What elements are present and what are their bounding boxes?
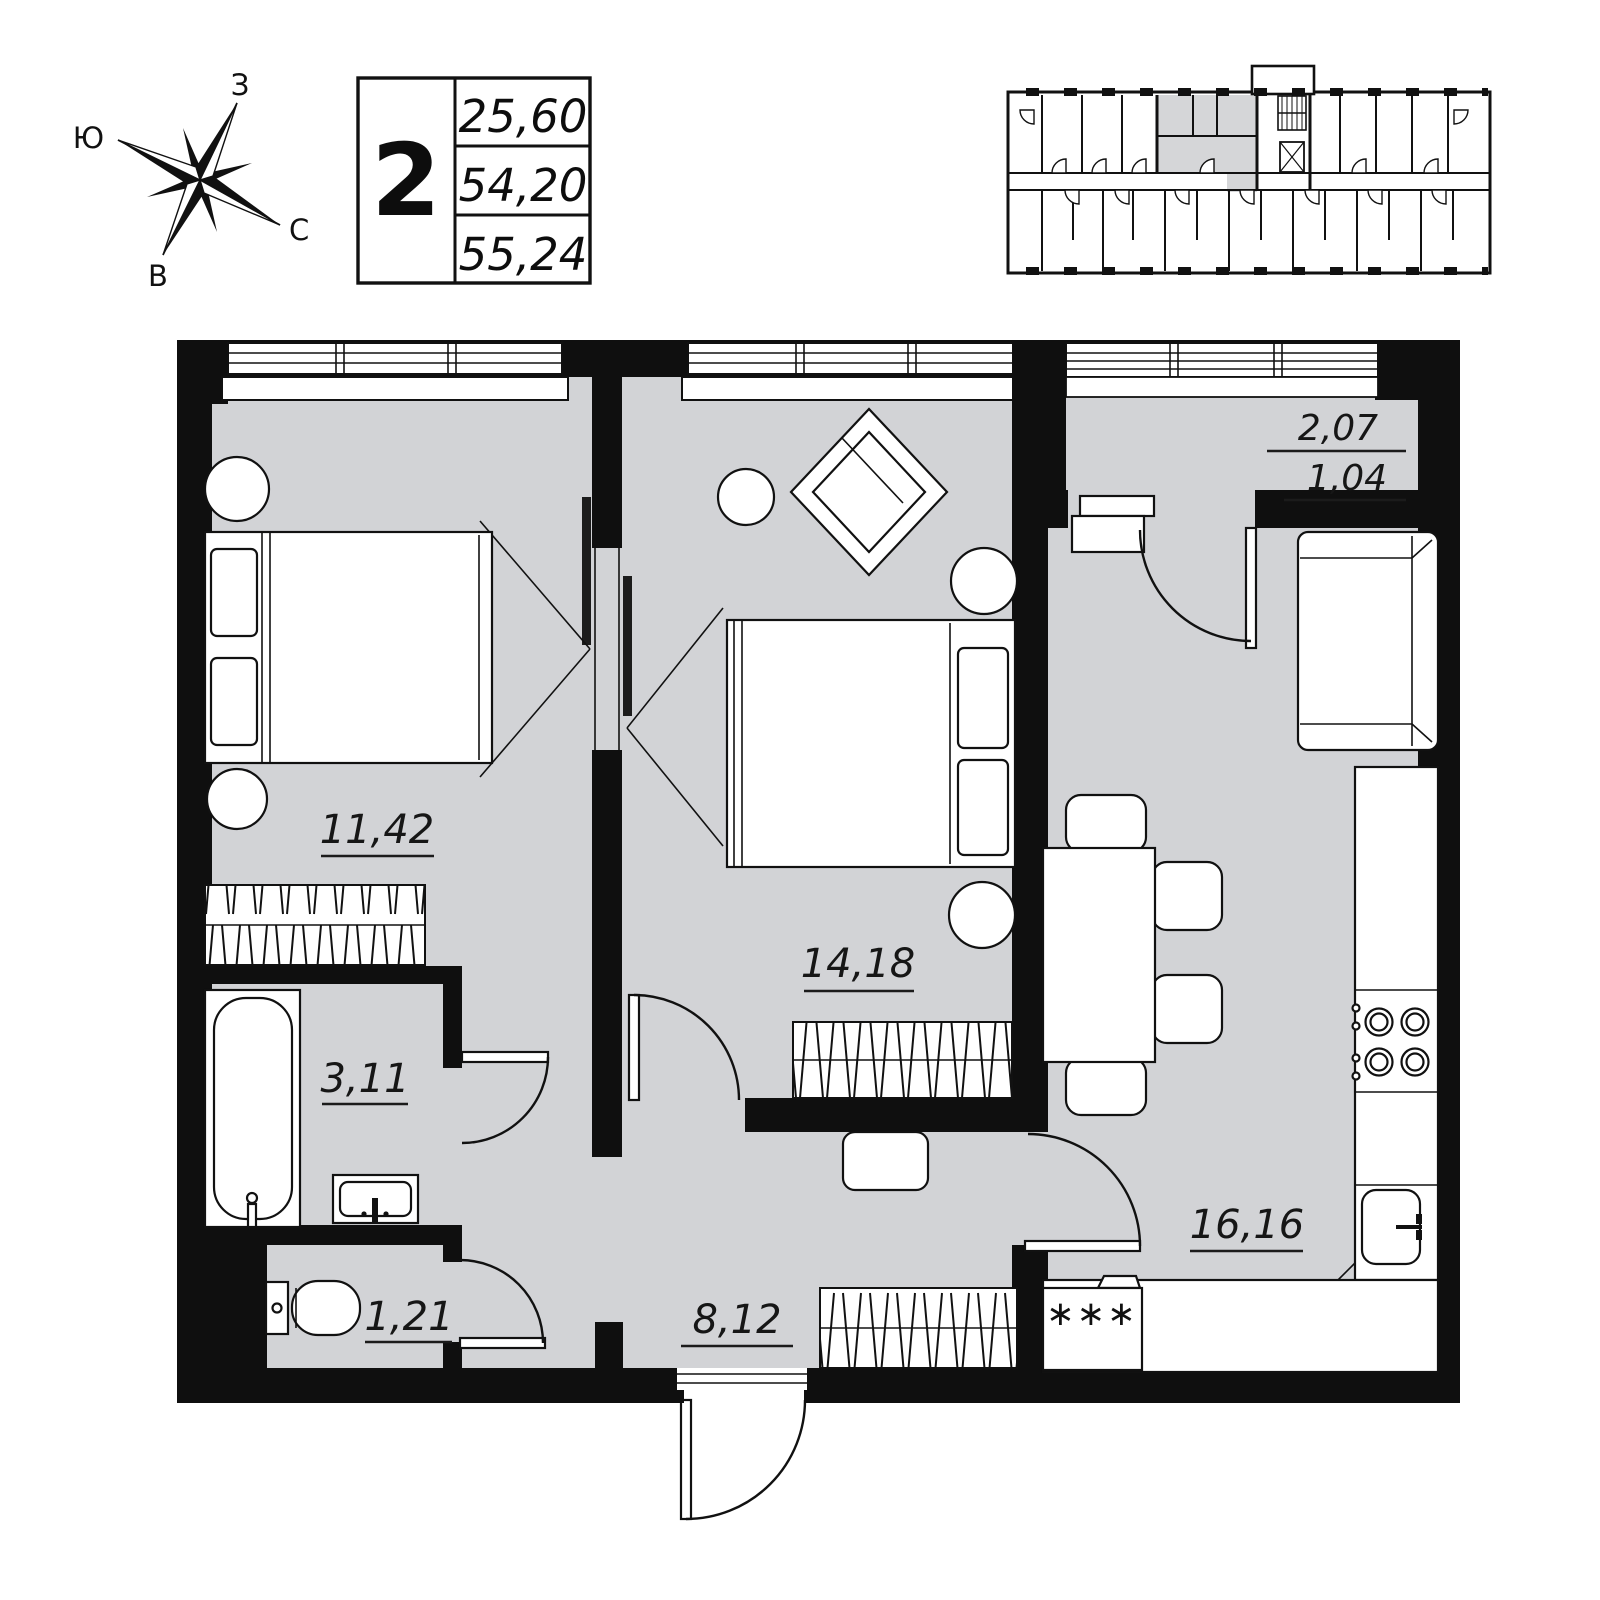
window-loggia-glazing: [1065, 342, 1379, 398]
chair-icon: [1150, 860, 1224, 932]
window-bedroom-1: [221, 342, 569, 401]
bedroom-2-opening: [623, 576, 724, 847]
nightstand-icon: [949, 546, 1019, 616]
svg-text:3,11: 3,11: [320, 1056, 409, 1102]
window-bedroom-2: [681, 342, 1029, 401]
nightstand-icon: [947, 880, 1017, 950]
svg-text:2,07: 2,07: [1298, 408, 1378, 449]
total-area-value: 55,24: [459, 228, 588, 281]
sofa-icon: [1296, 530, 1440, 752]
chair-icon: [1150, 973, 1224, 1045]
building-minimap: [1006, 64, 1492, 275]
nightstand-icon: [203, 455, 271, 523]
area-label-bedroom-1: 11,42: [320, 807, 435, 858]
pillow-icon: [956, 758, 1010, 857]
nightstand-icon: [205, 767, 269, 831]
living-area-value: 25,60: [459, 90, 588, 143]
wardrobe-bedroom-1: [204, 884, 426, 966]
compass-label-south: Ю: [73, 121, 104, 155]
compass-label-north: С: [289, 213, 309, 247]
chair-icon: [1064, 793, 1148, 854]
wardrobe-hallway: [819, 1287, 1018, 1369]
chair-icon: [1064, 1056, 1148, 1117]
compass-label-east: В: [148, 259, 168, 293]
compass-rose: З Ю С В: [73, 68, 310, 293]
toilet-icon: [264, 1279, 362, 1337]
pillow-icon: [209, 547, 259, 638]
area-label-loggia: 2,07 1,04: [1267, 408, 1406, 502]
svg-text:11,42: 11,42: [320, 807, 435, 853]
bathtub-icon: [203, 988, 302, 1229]
wc-door: [458, 1258, 547, 1350]
area-label-bedroom-2: 14,18: [801, 941, 916, 993]
fridge-mark: ∗∗∗: [1046, 1294, 1137, 1334]
stove-icon: [1351, 1003, 1430, 1081]
loggia-access: [1070, 494, 1258, 650]
bed-double-1: [203, 530, 494, 765]
area-label-hallway: 8,12: [681, 1297, 793, 1348]
svg-text:1,21: 1,21: [364, 1294, 453, 1340]
bedroom-1-opening: [479, 497, 624, 778]
pillow-icon: [209, 656, 259, 747]
kitchen-door: [1023, 1132, 1142, 1253]
shoe-bench-icon: [841, 1130, 930, 1192]
bed-double-2: [725, 618, 1017, 869]
bedroom-2-door: [627, 993, 741, 1102]
armchair-icon: [789, 407, 949, 577]
svg-text:16,16: 16,16: [1190, 1202, 1305, 1248]
unit-info-card: 2 25,60 54,20 55,24: [356, 76, 592, 285]
pillow-icon: [956, 646, 1010, 750]
area-label-kitchen-living: 16,16: [1190, 1202, 1305, 1253]
kitchen-sink-icon: [1360, 1188, 1422, 1266]
elevator: [1279, 141, 1305, 173]
svg-text:1,04: 1,04: [1307, 458, 1387, 499]
entrance-door: [672, 1373, 816, 1521]
area-label-bathroom: 3,11: [320, 1056, 410, 1106]
fridge-icon: ∗∗∗: [1041, 1274, 1144, 1372]
side-table-icon: [716, 467, 776, 527]
bathroom-door: [460, 1050, 550, 1145]
rooms-count: 2: [371, 122, 441, 239]
sliding-door-leaf: [582, 497, 591, 645]
sliding-door-leaf: [623, 576, 632, 716]
dining-table-icon: [1041, 793, 1224, 1117]
area-label-wc: 1,21: [364, 1294, 454, 1344]
balcony-door-leaf: [1244, 526, 1258, 650]
compass-label-west: З: [231, 68, 250, 102]
svg-text:8,12: 8,12: [692, 1297, 781, 1343]
highlighted-unit: [1157, 95, 1257, 173]
sink-icon: [331, 1173, 420, 1225]
apartment-area-value: 54,20: [459, 159, 588, 212]
wardrobe-bedroom-2: [792, 1021, 1013, 1099]
floor-plan: ∗∗∗ 11,42 3,11 1,21 8,12 14,18 16,16: [177, 340, 1460, 1521]
svg-text:14,18: 14,18: [801, 941, 916, 987]
